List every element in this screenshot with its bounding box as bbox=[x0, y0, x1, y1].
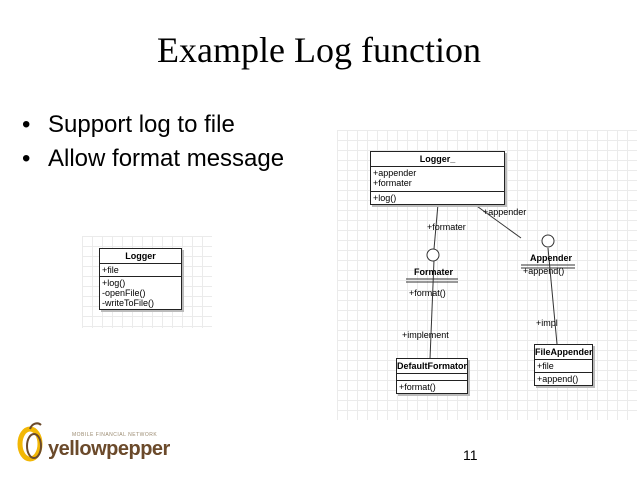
yellowpepper-logo: MOBILE FINANCIAL NETWORK yellowpepper bbox=[14, 420, 170, 473]
appender-interface-name: Appender bbox=[530, 253, 573, 263]
formater-interface-circle bbox=[426, 248, 440, 262]
logo-tagline: MOBILE FINANCIAL NETWORK bbox=[72, 432, 158, 438]
class-attributes: +appender +formater bbox=[371, 167, 504, 192]
file-appender-class-box: FileAppender +file +append() bbox=[534, 344, 593, 386]
class-methods: +append() bbox=[535, 373, 592, 385]
class-methods: +log() bbox=[371, 192, 504, 204]
page-number: 11 bbox=[463, 447, 478, 463]
class-attributes: +file bbox=[535, 360, 592, 373]
slide-title: Example Log function bbox=[157, 30, 481, 70]
class-name: Logger bbox=[100, 249, 181, 264]
method: -writeToFile() bbox=[102, 298, 155, 308]
formater-interface-method: +format() bbox=[409, 288, 446, 298]
attribute: +appender bbox=[373, 168, 417, 178]
bullet-item: •Allow format message bbox=[22, 145, 285, 172]
attribute: +file bbox=[537, 361, 554, 371]
logger-class-box: Logger_ +appender +formater +log() bbox=[370, 151, 505, 205]
logo-wordmark: yellowpepper bbox=[48, 438, 170, 460]
class-name: DefaultFormator bbox=[397, 359, 467, 374]
appender-interface-method: +append() bbox=[523, 266, 565, 276]
appender-association-line bbox=[473, 203, 522, 239]
attribute: +file bbox=[102, 265, 119, 275]
bullet-list: •Support log to file •Allow format messa… bbox=[22, 108, 284, 176]
class-name: FileAppender bbox=[535, 345, 593, 360]
class-attributes: +file bbox=[100, 264, 181, 277]
formater-implement-line bbox=[429, 259, 435, 360]
method: +log() bbox=[373, 193, 397, 203]
attribute: +formater bbox=[373, 178, 412, 188]
appender-label: +appender bbox=[483, 207, 527, 217]
method: +append() bbox=[537, 374, 579, 384]
class-methods: +format() bbox=[397, 381, 467, 393]
bullet-text: Support log to file bbox=[48, 111, 235, 138]
method: +format() bbox=[399, 382, 436, 392]
impl-label: +impl bbox=[536, 318, 558, 328]
appender-implement-line bbox=[547, 247, 558, 345]
pepper-icon bbox=[17, 422, 43, 462]
class-attributes bbox=[397, 374, 467, 381]
formater-label: +formater bbox=[427, 222, 466, 232]
bullet-item: •Support log to file bbox=[22, 111, 235, 138]
formater-association-line bbox=[433, 203, 439, 250]
bullet-text: Allow format message bbox=[48, 145, 285, 172]
default-formator-class-box: DefaultFormator +format() bbox=[396, 358, 468, 394]
method: -openFile() bbox=[102, 288, 146, 298]
formater-interface-name: Formater bbox=[414, 267, 454, 277]
appender-interface-circle bbox=[541, 234, 555, 248]
implement-label: +implement bbox=[402, 330, 449, 340]
logger-class-box: Logger +file +log() -openFile() -writeTo… bbox=[99, 248, 182, 310]
class-methods: +log() -openFile() -writeToFile() bbox=[100, 277, 181, 309]
class-name: Logger_ bbox=[371, 152, 504, 167]
method: +log() bbox=[102, 278, 126, 288]
